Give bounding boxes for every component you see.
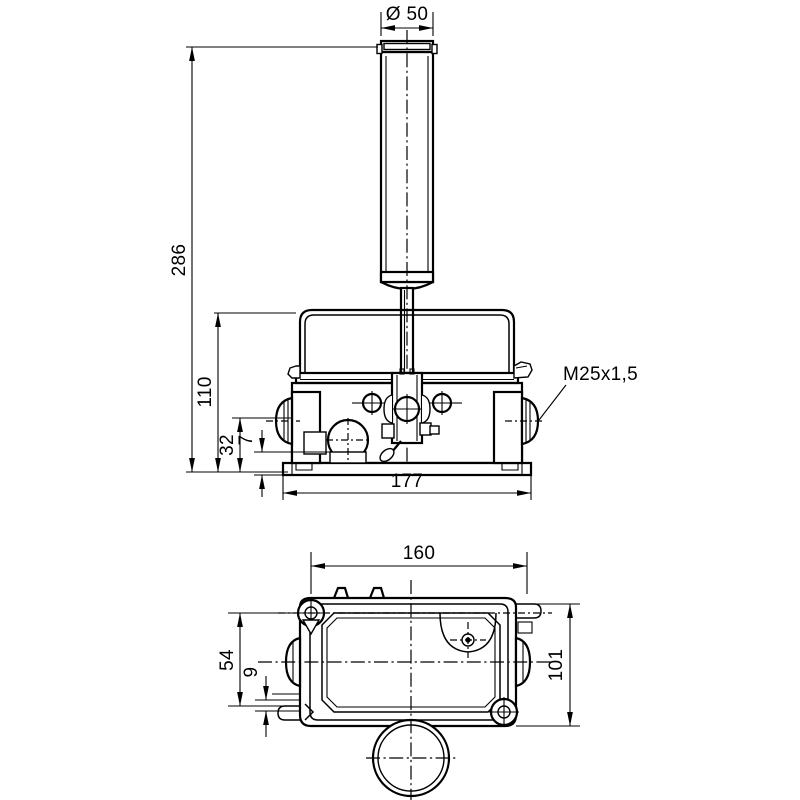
plan-mount-tab-right xyxy=(368,586,386,599)
lid-latch-right-detail xyxy=(515,365,528,369)
dimension-160: 160 xyxy=(310,543,528,594)
dimension-label-7: 7 xyxy=(236,435,257,446)
dimension-label-54: 54 xyxy=(217,649,238,671)
base-notch-right xyxy=(501,463,519,471)
dimension-54: 54 xyxy=(217,612,296,707)
actuator-cylinder xyxy=(376,30,438,470)
plan-latch-left-arrowform xyxy=(304,703,315,721)
dimension-32: 32 xyxy=(217,417,292,472)
dimension-label-32: 32 xyxy=(217,434,238,456)
block-nub-left xyxy=(399,368,405,375)
gland-left-lower-block xyxy=(303,431,327,455)
plan-latch-block-right xyxy=(517,621,533,634)
cylinder-cap-lug-right xyxy=(431,43,438,55)
plan-corner-screw-bottomright xyxy=(489,697,519,727)
lid-latch-left xyxy=(287,365,301,379)
thread-callout-label: M25x1,5 xyxy=(563,364,638,385)
base-notch-left xyxy=(295,463,313,471)
shaft-collar-right xyxy=(421,394,431,424)
plan-cylinder-inner xyxy=(377,724,445,792)
bottom-plan-view: 160 101 54 9 xyxy=(217,543,580,800)
dimension-label-diameter: Ø 50 xyxy=(386,4,428,25)
plan-inner-screw xyxy=(439,612,497,658)
cylinder-cap-lug-left xyxy=(376,43,383,55)
reset-lever-knob xyxy=(379,447,395,463)
front-elevation-view: Ø 50 286 110 32 7 xyxy=(169,4,638,500)
gland-boss-right xyxy=(492,390,524,465)
block-nub-right xyxy=(409,368,415,375)
plan-recessed-panel-inner xyxy=(326,617,496,708)
dimension-177: 177 xyxy=(282,471,532,500)
housing-lid-dome-inner xyxy=(304,314,510,378)
plan-mount-tab-left xyxy=(332,586,350,599)
dimension-label-160: 160 xyxy=(403,543,436,564)
dimension-286: 286 xyxy=(169,46,378,473)
dimension-label-177: 177 xyxy=(391,471,424,492)
lid-latch-right xyxy=(513,361,533,379)
dimension-label-110: 110 xyxy=(195,376,216,407)
shaft-tab-left xyxy=(381,423,395,439)
shaft-tab-right-small xyxy=(429,425,440,435)
dimension-label-9: 9 xyxy=(241,667,262,678)
dimension-101: 101 xyxy=(516,603,580,727)
leader-line-m25 xyxy=(538,384,567,421)
dimension-label-101: 101 xyxy=(546,649,567,682)
switch-housing xyxy=(266,308,545,477)
screw-tl-marker xyxy=(301,619,321,636)
callout-thread-m25: M25x1,5 xyxy=(538,364,638,421)
dimension-7: 7 xyxy=(236,430,330,497)
dimension-110: 110 xyxy=(195,312,296,472)
dimension-diameter-50: Ø 50 xyxy=(380,4,434,36)
dimension-9: 9 xyxy=(241,667,300,737)
dimension-label-286: 286 xyxy=(169,244,190,277)
housing-lid-dome xyxy=(298,308,516,378)
shaft-collar-left xyxy=(383,394,393,424)
plan-cylinder-circle xyxy=(366,718,456,798)
